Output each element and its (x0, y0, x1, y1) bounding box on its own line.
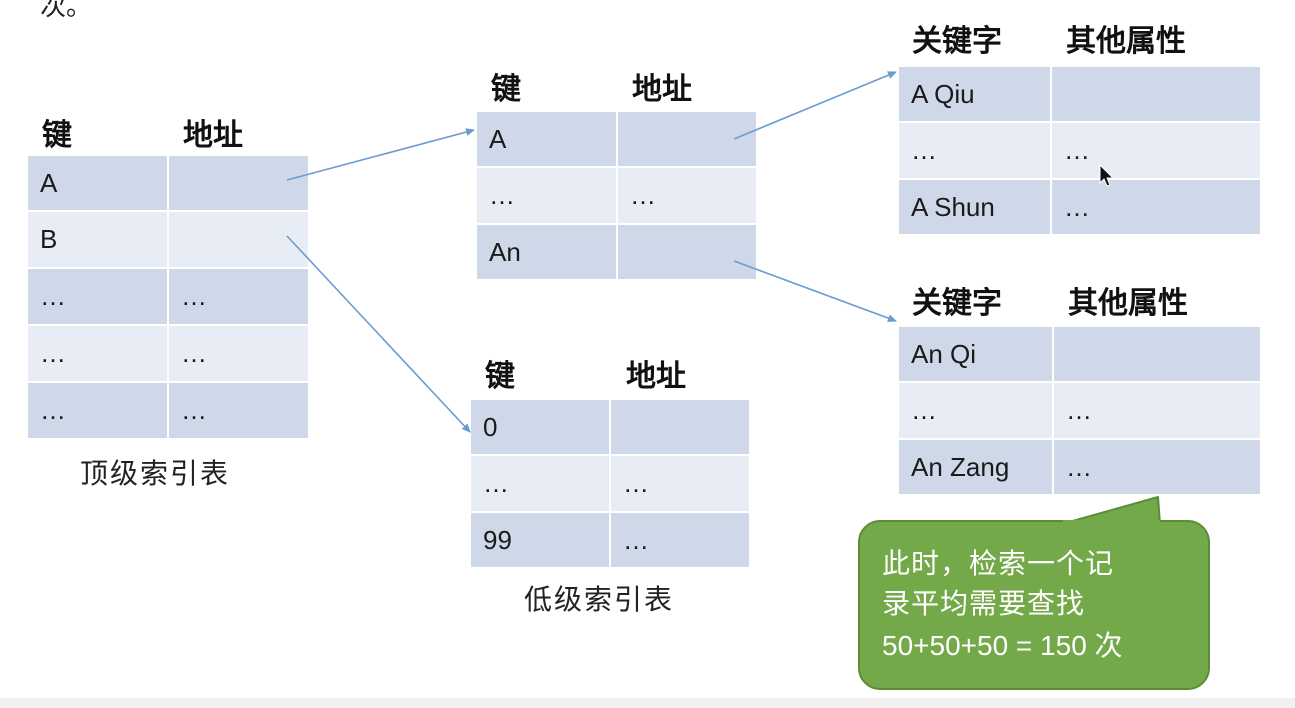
address-header: 地址 (632, 72, 692, 107)
address-cell (169, 156, 310, 212)
keyword-cell: An Qi (899, 327, 1054, 383)
keyword-header: 关键字 (912, 286, 1002, 321)
callout-bubble: 此时，检索一个记 录平均需要查找 50+50+50 = 150 次 (858, 520, 1210, 690)
key-cell: An (477, 225, 618, 281)
attribute-cell: … (1052, 180, 1262, 236)
address-cell: … (618, 168, 758, 225)
arrow-a-to-record-1 (733, 71, 897, 140)
arrow-b-to-low-0 (286, 235, 471, 433)
key-cell: … (28, 326, 169, 383)
attribute-cell: … (1052, 123, 1262, 180)
callout-line-2: 录平均需要查找 (882, 587, 1086, 620)
low-index-a-rows: A … … An (477, 112, 758, 281)
arrow-an-to-record-2 (733, 260, 897, 322)
address-header: 地址 (183, 118, 243, 153)
address-cell (169, 212, 310, 269)
key-header: 键 (42, 118, 72, 153)
other-attributes-header: 其他属性 (1068, 286, 1188, 321)
bottom-strip (0, 698, 1295, 708)
table-row: … … (899, 383, 1262, 440)
key-cell: B (28, 212, 169, 269)
callout-tail-mask (1063, 520, 1160, 526)
key-cell: 99 (471, 513, 611, 569)
keyword-cell: A Qiu (899, 67, 1052, 123)
previous-text-fragment: 次。 (40, 0, 93, 22)
address-cell: … (169, 383, 310, 440)
keyword-cell: A Shun (899, 180, 1052, 236)
key-cell: … (477, 168, 618, 225)
table-row: B (28, 212, 310, 269)
key-header: 键 (491, 72, 521, 107)
attribute-cell (1052, 67, 1262, 123)
mouse-cursor-icon (1099, 164, 1115, 187)
table-row: A Shun … (899, 180, 1262, 236)
attribute-cell: … (1054, 440, 1262, 496)
key-cell: … (28, 269, 169, 326)
table-row: An Zang … (899, 440, 1262, 496)
table-row: … … (471, 456, 751, 513)
callout-line-3: 50+50+50 = 150 次 (882, 630, 1123, 661)
table-row: … … (28, 326, 310, 383)
table-row: … … (899, 123, 1262, 180)
callout-line-1: 此时，检索一个记 (882, 547, 1115, 580)
address-cell: … (611, 513, 751, 569)
table-row: … … (477, 168, 758, 225)
low-index-0-rows: 0 … … 99 … (471, 400, 751, 569)
top-index-caption: 顶级索引表 (80, 457, 231, 490)
attribute-cell: … (1054, 383, 1262, 440)
other-attributes-header: 其他属性 (1066, 24, 1186, 59)
table-row: An (477, 225, 758, 281)
record-table-1-rows: A Qiu … … A Shun … (899, 67, 1262, 236)
table-row: A Qiu (899, 67, 1262, 123)
keyword-cell: … (899, 383, 1054, 440)
table-row: … … (28, 269, 310, 326)
key-cell: A (477, 112, 618, 168)
arrow-a-to-low-a (286, 128, 475, 181)
key-cell: … (28, 383, 169, 440)
keyword-header: 关键字 (912, 24, 1002, 59)
low-index-caption: 低级索引表 (524, 583, 675, 616)
key-cell: 0 (471, 400, 611, 456)
key-cell: … (471, 456, 611, 513)
address-cell (611, 400, 751, 456)
address-cell: … (169, 269, 310, 326)
table-row: 0 (471, 400, 751, 456)
table-row: An Qi (899, 327, 1262, 383)
record-table-2-rows: An Qi … … An Zang … (899, 327, 1262, 496)
table-row: A (477, 112, 758, 168)
address-cell: … (169, 326, 310, 383)
keyword-cell: … (899, 123, 1052, 180)
address-cell (618, 225, 758, 281)
table-row: A (28, 156, 310, 212)
address-cell (618, 112, 758, 168)
address-cell: … (611, 456, 751, 513)
keyword-cell: An Zang (899, 440, 1054, 496)
address-header: 地址 (626, 359, 686, 394)
attribute-cell (1054, 327, 1262, 383)
key-cell: A (28, 156, 169, 212)
table-row: 99 … (471, 513, 751, 569)
table-row: … … (28, 383, 310, 440)
top-index-rows: A B … … … … … … (28, 156, 310, 440)
key-header: 键 (485, 359, 515, 394)
